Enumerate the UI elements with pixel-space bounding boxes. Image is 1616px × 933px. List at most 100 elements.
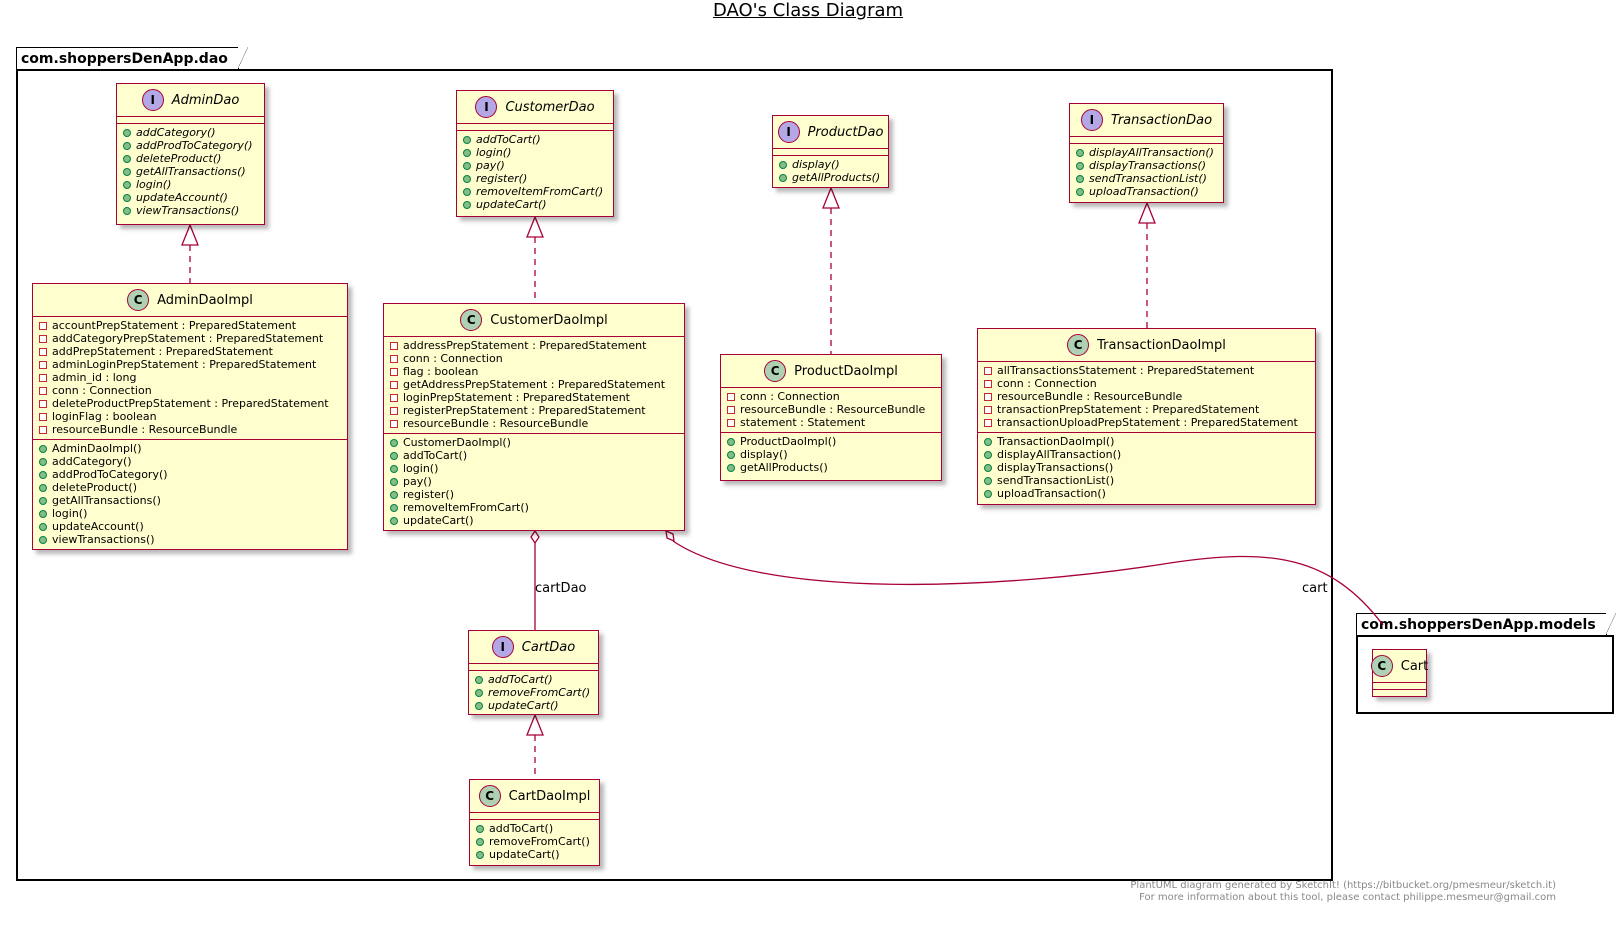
- public-visibility-icon: [463, 200, 471, 209]
- realization-arrow-cart: [526, 713, 544, 736]
- class-name: CartDao: [521, 639, 576, 655]
- method-row: uploadTransaction(): [984, 487, 1309, 500]
- class-cartdaoimpl[interactable]: C CartDaoImpl addToCart()removeFromCart()u…: [469, 779, 600, 866]
- public-visibility-icon: [123, 206, 131, 215]
- public-visibility-icon: [476, 824, 484, 833]
- public-visibility-icon: [390, 503, 398, 512]
- private-visibility-icon: [727, 405, 735, 414]
- method-text: addToCart(): [489, 822, 554, 835]
- private-visibility-icon: [39, 373, 47, 382]
- class-name: CartDaoImpl: [508, 788, 591, 804]
- method-text: login(): [52, 507, 88, 520]
- private-visibility-icon: [984, 405, 992, 414]
- method-text: removeFromCart(): [488, 686, 591, 699]
- public-visibility-icon: [476, 850, 484, 859]
- method-row: addToCart(): [476, 822, 593, 835]
- method-row: displayTransactions(): [1076, 159, 1217, 172]
- public-visibility-icon: [39, 496, 47, 505]
- class-name: CustomerDaoImpl: [490, 312, 608, 328]
- public-visibility-icon: [123, 193, 131, 202]
- method-text: displayTransactions(): [1089, 159, 1207, 172]
- method-row: register(): [463, 172, 607, 185]
- method-row: addProdToCategory(): [39, 468, 341, 481]
- class-badge-icon: C: [478, 785, 501, 807]
- method-text: getAllTransactions(): [136, 165, 246, 178]
- field-row: loginPrepStatement : PreparedStatement: [390, 391, 678, 404]
- class-badge-icon: C: [1067, 334, 1090, 356]
- method-row: addToCart(): [390, 449, 678, 462]
- field-row: admin_id : long: [39, 371, 341, 384]
- footer-credit: PlantUML diagram generated by SketchIt! …: [1130, 880, 1556, 904]
- field-text: registerPrepStatement : PreparedStatemen…: [403, 404, 646, 417]
- field-text: resourceBundle : ResourceBundle: [740, 403, 926, 416]
- footer-line-1: PlantUML diagram generated by SketchIt! …: [1130, 880, 1556, 891]
- field-row: addressPrepStatement : PreparedStatement: [390, 339, 678, 352]
- public-visibility-icon: [984, 437, 992, 446]
- field-text: addressPrepStatement : PreparedStatement: [403, 339, 647, 352]
- method-row: login(): [463, 146, 607, 159]
- method-row: pay(): [463, 159, 607, 172]
- method-text: CustomerDaoImpl(): [403, 436, 511, 449]
- method-text: displayAllTransaction(): [1089, 146, 1214, 159]
- class-transactiondaoimpl[interactable]: C TransactionDaoImpl allTransactionsStatem…: [977, 328, 1316, 505]
- private-visibility-icon: [390, 393, 398, 402]
- field-text: allTransactionsStatement : PreparedState…: [997, 364, 1255, 377]
- aggregation-diamond-cartdao: [530, 529, 540, 545]
- field-row: accountPrepStatement : PreparedStatement: [39, 319, 341, 332]
- method-row: displayAllTransaction(): [984, 448, 1309, 461]
- field-text: addCategoryPrepStatement : PreparedState…: [52, 332, 324, 345]
- class-badge-icon: C: [764, 360, 787, 382]
- method-text: removeItemFromCart(): [403, 501, 529, 514]
- public-visibility-icon: [463, 161, 471, 170]
- method-row: uploadTransaction(): [1076, 185, 1217, 198]
- methods-section: displayAllTransaction()displayTransactio…: [1070, 143, 1223, 201]
- fields-section: allTransactionsStatement : PreparedState…: [978, 362, 1315, 432]
- method-row: getAllProducts(): [727, 461, 935, 474]
- public-visibility-icon: [390, 438, 398, 447]
- method-row: removeFromCart(): [476, 835, 593, 848]
- method-text: updateCart(): [489, 848, 560, 861]
- class-header: C CartDaoImpl: [470, 780, 599, 813]
- field-text: loginPrepStatement : PreparedStatement: [403, 391, 630, 404]
- class-name: ProductDaoImpl: [794, 363, 898, 379]
- method-text: removeFromCart(): [489, 835, 590, 848]
- public-visibility-icon: [123, 167, 131, 176]
- private-visibility-icon: [390, 380, 398, 389]
- public-visibility-icon: [39, 457, 47, 466]
- package-tab-dao: com.shoppersDenApp.dao: [16, 47, 248, 69]
- private-visibility-icon: [39, 386, 47, 395]
- public-visibility-icon: [727, 463, 735, 472]
- class-name: TransactionDaoImpl: [1097, 337, 1226, 353]
- public-visibility-icon: [984, 463, 992, 472]
- field-row: flag : boolean: [390, 365, 678, 378]
- public-visibility-icon: [390, 516, 398, 525]
- public-visibility-icon: [1076, 174, 1084, 183]
- footer-line-2: For more information about this tool, pl…: [1139, 892, 1556, 903]
- method-row: display(): [727, 448, 935, 461]
- public-visibility-icon: [390, 464, 398, 473]
- private-visibility-icon: [39, 412, 47, 421]
- method-row: TransactionDaoImpl(): [984, 435, 1309, 448]
- public-visibility-icon: [463, 174, 471, 183]
- public-visibility-icon: [463, 135, 471, 144]
- method-row: register(): [390, 488, 678, 501]
- public-visibility-icon: [1076, 148, 1084, 157]
- private-visibility-icon: [727, 418, 735, 427]
- private-visibility-icon: [984, 366, 992, 375]
- method-text: addToCart(): [476, 133, 541, 146]
- methods-section: addToCart()removeFromCart()updateCart(): [470, 819, 599, 864]
- method-row: updateCart(): [475, 699, 592, 712]
